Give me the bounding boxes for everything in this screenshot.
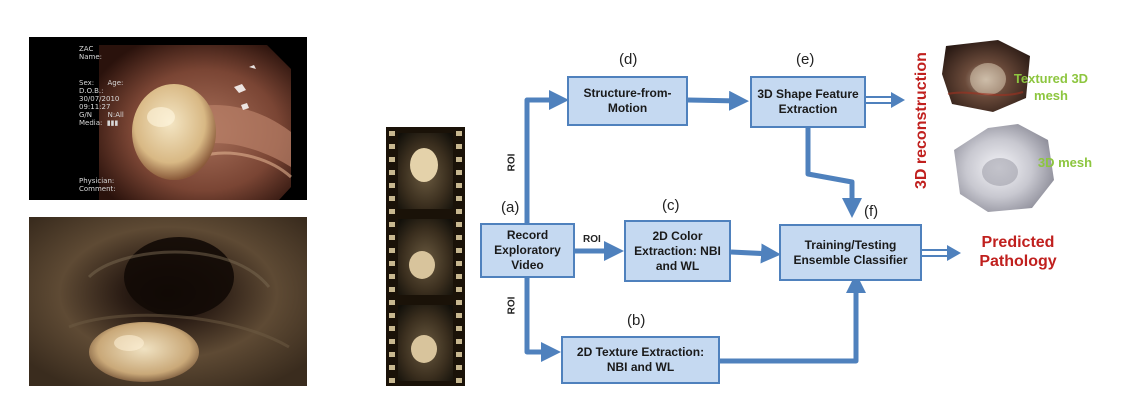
step-label-b: (b)	[627, 312, 646, 329]
endoscopy-image-top: ZAC Name: Sex: Age: D.O.B.: 30/07/2010 0…	[29, 37, 307, 200]
3d-reconstruction-label: 3D reconstruction	[913, 52, 930, 189]
box-3d-shape-label: 3D Shape Feature Extraction	[757, 87, 859, 116]
3d-mesh-label: 3D mesh	[1037, 155, 1093, 170]
step-label-d: (d)	[619, 51, 638, 68]
arrow-e-to-f	[805, 128, 862, 218]
arrow-e-to-recon	[866, 96, 893, 104]
arrow-a-to-b	[524, 277, 561, 362]
patient-info-overlay: Sex: Age: D.O.B.: 30/07/2010 09:11:27 G/…	[79, 79, 124, 127]
box-2d-texture-label: 2D Texture Extraction: NBI and WL	[576, 345, 705, 374]
arrow-b-to-f	[720, 273, 866, 364]
box-2d-texture-extraction: 2D Texture Extraction: NBI and WL	[561, 336, 720, 384]
arrow-f-to-predicted	[922, 249, 949, 257]
patient-name-overlay: ZAC Name:	[79, 45, 103, 61]
roi-label-up: ROI	[506, 153, 518, 172]
roi-label-right: ROI	[583, 234, 601, 245]
video-film-strip	[386, 127, 465, 386]
arrow-a-to-d	[524, 90, 569, 223]
textured-3d-mesh-label: Textured 3D mesh	[1013, 71, 1089, 103]
box-2d-color-label: 2D Color Extraction: NBI and WL	[634, 228, 721, 273]
step-label-f: (f)	[864, 203, 879, 220]
3d-mesh-image	[948, 120, 1058, 215]
box-ensemble-classifier: Training/Testing Ensemble Classifier	[779, 224, 922, 281]
step-label-e: (e)	[796, 51, 815, 68]
step-label-c: (c)	[662, 197, 680, 214]
box-sfm-label: Structure-from-Motion	[583, 86, 672, 115]
box-structure-from-motion: Structure-from-Motion	[567, 76, 688, 126]
box-record-video: Record Exploratory Video	[480, 223, 575, 278]
textured-3d-mesh-image	[938, 34, 1038, 114]
arrow-d-to-e	[687, 90, 749, 111]
box-3d-shape-feature: 3D Shape Feature Extraction	[750, 76, 866, 128]
step-label-a: (a)	[501, 199, 520, 216]
box-2d-color-extraction: 2D Color Extraction: NBI and WL	[624, 220, 731, 282]
box-classifier-label: Training/Testing Ensemble Classifier	[793, 237, 908, 267]
roi-label-down: ROI	[506, 296, 518, 315]
box-record-video-label: Record Exploratory Video	[494, 228, 561, 272]
predicted-pathology-label: Predicted Pathology	[979, 234, 1057, 270]
physician-overlay: Physician: Comment:	[79, 177, 116, 193]
endoscopy-image-bottom	[29, 217, 307, 386]
arrow-c-to-f	[730, 243, 781, 264]
